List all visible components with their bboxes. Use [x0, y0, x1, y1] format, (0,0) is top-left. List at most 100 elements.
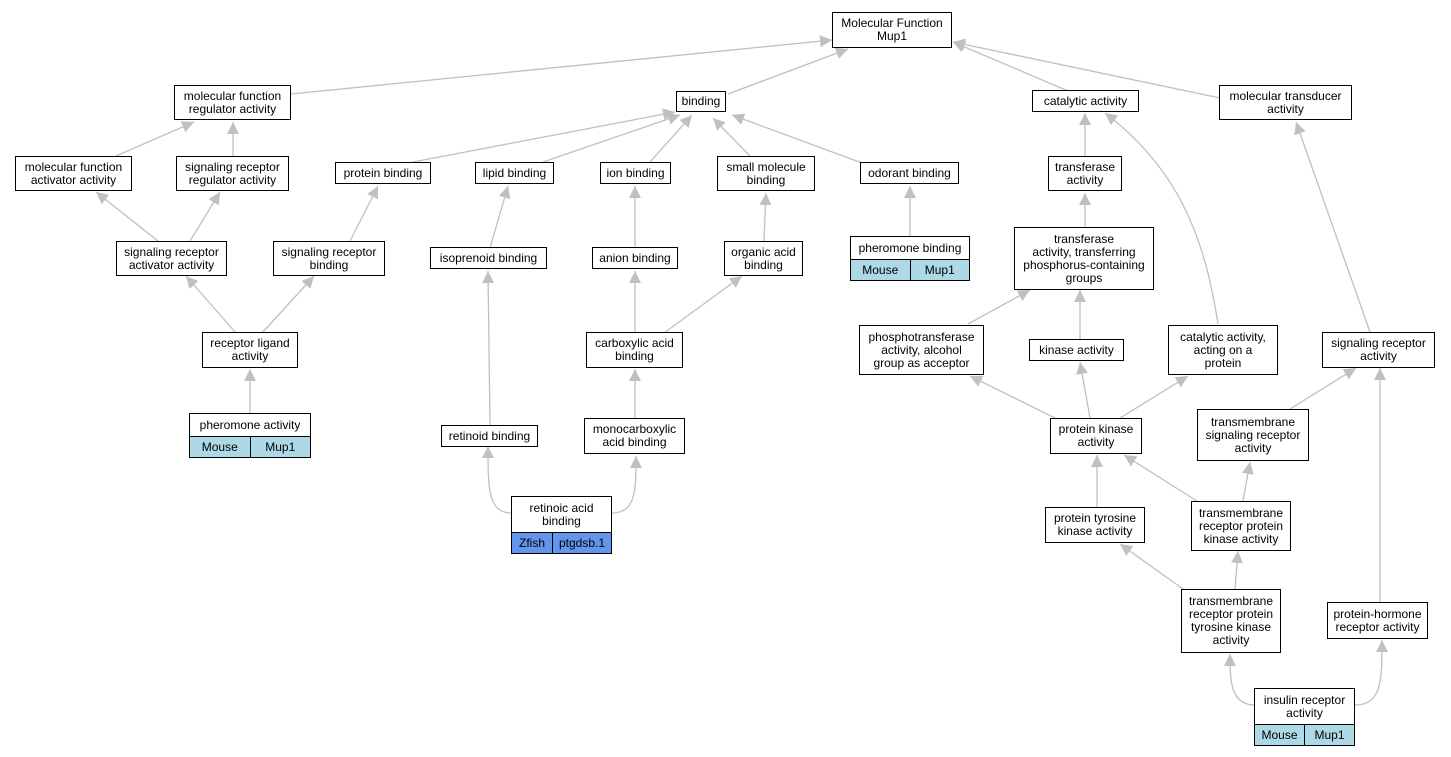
- node-label-line: catalytic activity,: [1180, 329, 1266, 344]
- node-label-line: activity, alcohol: [881, 342, 962, 357]
- edge: [189, 191, 221, 242]
- node-label-line: activity: [1360, 349, 1397, 363]
- node-ion-binding[interactable]: ion binding: [600, 162, 671, 184]
- node-label-line: groups: [1065, 270, 1103, 285]
- node-label-line: activator activity: [128, 257, 215, 272]
- edge: [649, 114, 693, 163]
- node-label: binding: [682, 95, 721, 108]
- node-odorant-binding[interactable]: odorant binding: [860, 162, 959, 184]
- node-retinoid-binding[interactable]: retinoid binding: [441, 425, 538, 447]
- node-label-line: binding: [681, 94, 721, 108]
- node-label-line: receptor protein: [1188, 607, 1274, 621]
- edge: [969, 375, 1056, 419]
- node-label-line: transferase: [1054, 159, 1116, 174]
- edge: [1104, 112, 1219, 325]
- node-isoprenoid-binding[interactable]: isoprenoid binding: [430, 247, 547, 269]
- edge: [712, 117, 751, 157]
- edge: [1123, 454, 1201, 504]
- node-label-line: molecular transducer: [1229, 88, 1342, 103]
- node-protein-binding[interactable]: protein binding: [335, 162, 431, 184]
- node-label-line: transmembrane: [1210, 414, 1296, 429]
- node-label-line: regulator activity: [188, 101, 277, 116]
- edge: [261, 275, 315, 334]
- node-label-line: receptor protein: [1198, 518, 1284, 533]
- node-label-line: small molecule: [726, 159, 806, 174]
- gene-node-pheromone-binding[interactable]: pheromone binding Mouse Mup1: [850, 236, 970, 281]
- node-label-line: protein-hormone: [1333, 606, 1422, 621]
- node-label-line: activity: [1066, 172, 1104, 187]
- species-cell: Zfish: [512, 533, 552, 553]
- edge: [611, 455, 642, 514]
- node-label-line: receptor ligand: [210, 336, 290, 350]
- edge: [727, 47, 849, 95]
- node-label: kinase activity: [1039, 343, 1114, 357]
- node-label-line: receptor activity: [1335, 619, 1420, 634]
- edge: [663, 275, 743, 334]
- node-label-line: molecular function: [24, 159, 123, 174]
- node-label-line: catalytic activity: [1043, 93, 1128, 108]
- gene-node-label: pheromone binding: [851, 237, 969, 260]
- node-binding[interactable]: binding: [676, 91, 726, 112]
- node-label-line: activity, transferring: [1032, 244, 1136, 259]
- node-label-line: lipid binding: [482, 165, 547, 180]
- node-label: catalytic activity: [1043, 93, 1128, 108]
- node-label-line: Mup1: [876, 29, 907, 43]
- edge: [185, 275, 237, 334]
- node-label-line: signaling receptor: [1205, 427, 1301, 442]
- node-catalytic-activity[interactable]: catalytic activity: [1032, 90, 1139, 112]
- node-label-line: activity: [1077, 435, 1115, 449]
- node-lipid-binding[interactable]: lipid binding: [475, 162, 554, 184]
- edge: [412, 108, 676, 163]
- gene-cell: Mup1: [1304, 725, 1354, 745]
- edge: [95, 191, 159, 242]
- node-label: ion binding: [606, 165, 665, 180]
- node-label: anion binding: [599, 251, 670, 265]
- node-label-line: insulin receptor: [1263, 692, 1346, 707]
- node-label-line: transmembrane: [1198, 505, 1284, 520]
- edge: [482, 270, 495, 426]
- node-kinase-activity[interactable]: kinase activity: [1029, 339, 1124, 361]
- edge: [1289, 367, 1357, 410]
- node-anion-binding[interactable]: anion binding: [592, 247, 678, 269]
- node-label-line: group as acceptor: [873, 355, 970, 370]
- gene-node-pheromone-activity[interactable]: pheromone activity Mouse Mup1: [189, 413, 311, 458]
- node-label-line: ion binding: [606, 165, 665, 180]
- edge: [1224, 653, 1256, 706]
- node-label-line: activity: [1286, 705, 1323, 720]
